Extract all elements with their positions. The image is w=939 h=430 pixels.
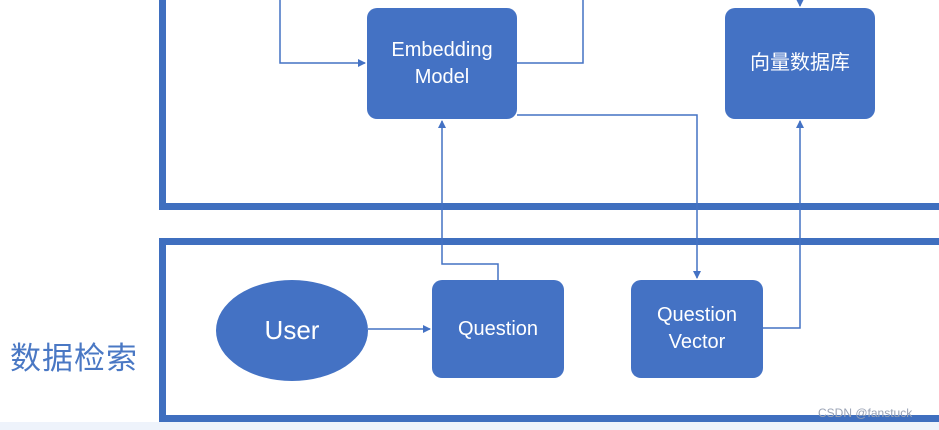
embedding-model-label: Embedding Model (391, 38, 493, 88)
embedding-model-node[interactable]: Embedding Model (367, 8, 517, 119)
csdn-watermark: CSDN @fanstuck (818, 406, 913, 420)
vector-database-node[interactable]: 向量数据库 (725, 8, 875, 119)
question-node[interactable]: Question (432, 280, 564, 378)
question-vector-node[interactable]: Question Vector (631, 280, 763, 378)
footer-strip (0, 422, 939, 430)
user-label: User (264, 314, 320, 345)
question-label: Question (457, 317, 539, 340)
data-retrieval-section-label: 数据检索 (10, 341, 138, 376)
question-vector-label: Question Vector (656, 304, 738, 353)
vector-database-label: 向量数据库 (750, 52, 850, 74)
user-node[interactable]: User (216, 280, 368, 381)
